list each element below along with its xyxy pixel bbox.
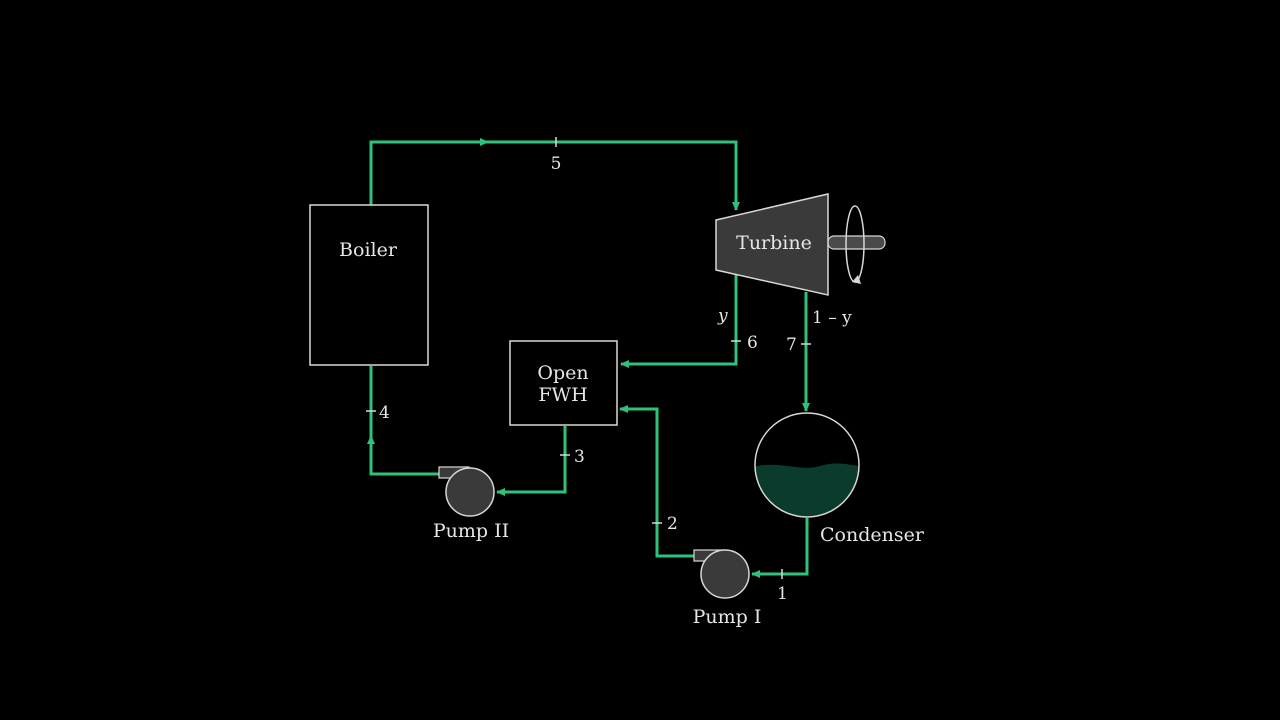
state-7-label: 7 — [786, 335, 797, 355]
condensate-liquid — [755, 463, 859, 517]
boiler: Boiler — [309, 204, 429, 366]
pump1-body — [700, 549, 750, 599]
open-feedwater-heater: Open FWH — [509, 340, 618, 426]
turbine-label: Turbine — [736, 232, 812, 254]
state-1-label: 1 — [777, 584, 788, 604]
turbine-shaft — [827, 235, 886, 250]
condenser: Condenser — [754, 412, 925, 546]
pipe-pump1-to-fwh — [619, 405, 694, 558]
state-2-label: 2 — [667, 514, 678, 534]
state-5-label: 5 — [551, 154, 562, 174]
pipe-extraction-to-fwh — [620, 272, 738, 368]
turbine: Turbine — [715, 193, 886, 296]
condenser-label: Condenser — [820, 524, 925, 546]
pipe-boiler-to-turbine — [369, 140, 740, 211]
pump-2: Pump II — [433, 466, 509, 542]
pump1-label: Pump I — [693, 606, 762, 628]
rotation-arrow-icon — [845, 205, 865, 284]
state-4-label: 4 — [379, 403, 390, 423]
turbine-body — [715, 193, 829, 296]
pump2-label: Pump II — [433, 520, 509, 542]
state-3-label: 3 — [574, 447, 585, 467]
pipe-pump2-to-boiler — [369, 366, 439, 476]
pipe-fwh-to-pump2 — [496, 426, 567, 496]
state-6-label: 6 — [747, 333, 758, 353]
fwh-label-line2: FWH — [538, 384, 587, 406]
fwh-body — [509, 340, 618, 426]
remainder-fraction-label: 1 – y — [812, 308, 852, 328]
fwh-label-line1: Open — [537, 362, 588, 384]
pipe-condenser-to-pump1 — [751, 518, 809, 578]
pump-1: Pump I — [693, 549, 762, 628]
condenser-shell — [754, 412, 860, 518]
boiler-label: Boiler — [339, 239, 398, 261]
boiler-body — [309, 204, 429, 366]
pump2-body — [445, 467, 495, 517]
extraction-fraction-label: y — [717, 306, 728, 326]
